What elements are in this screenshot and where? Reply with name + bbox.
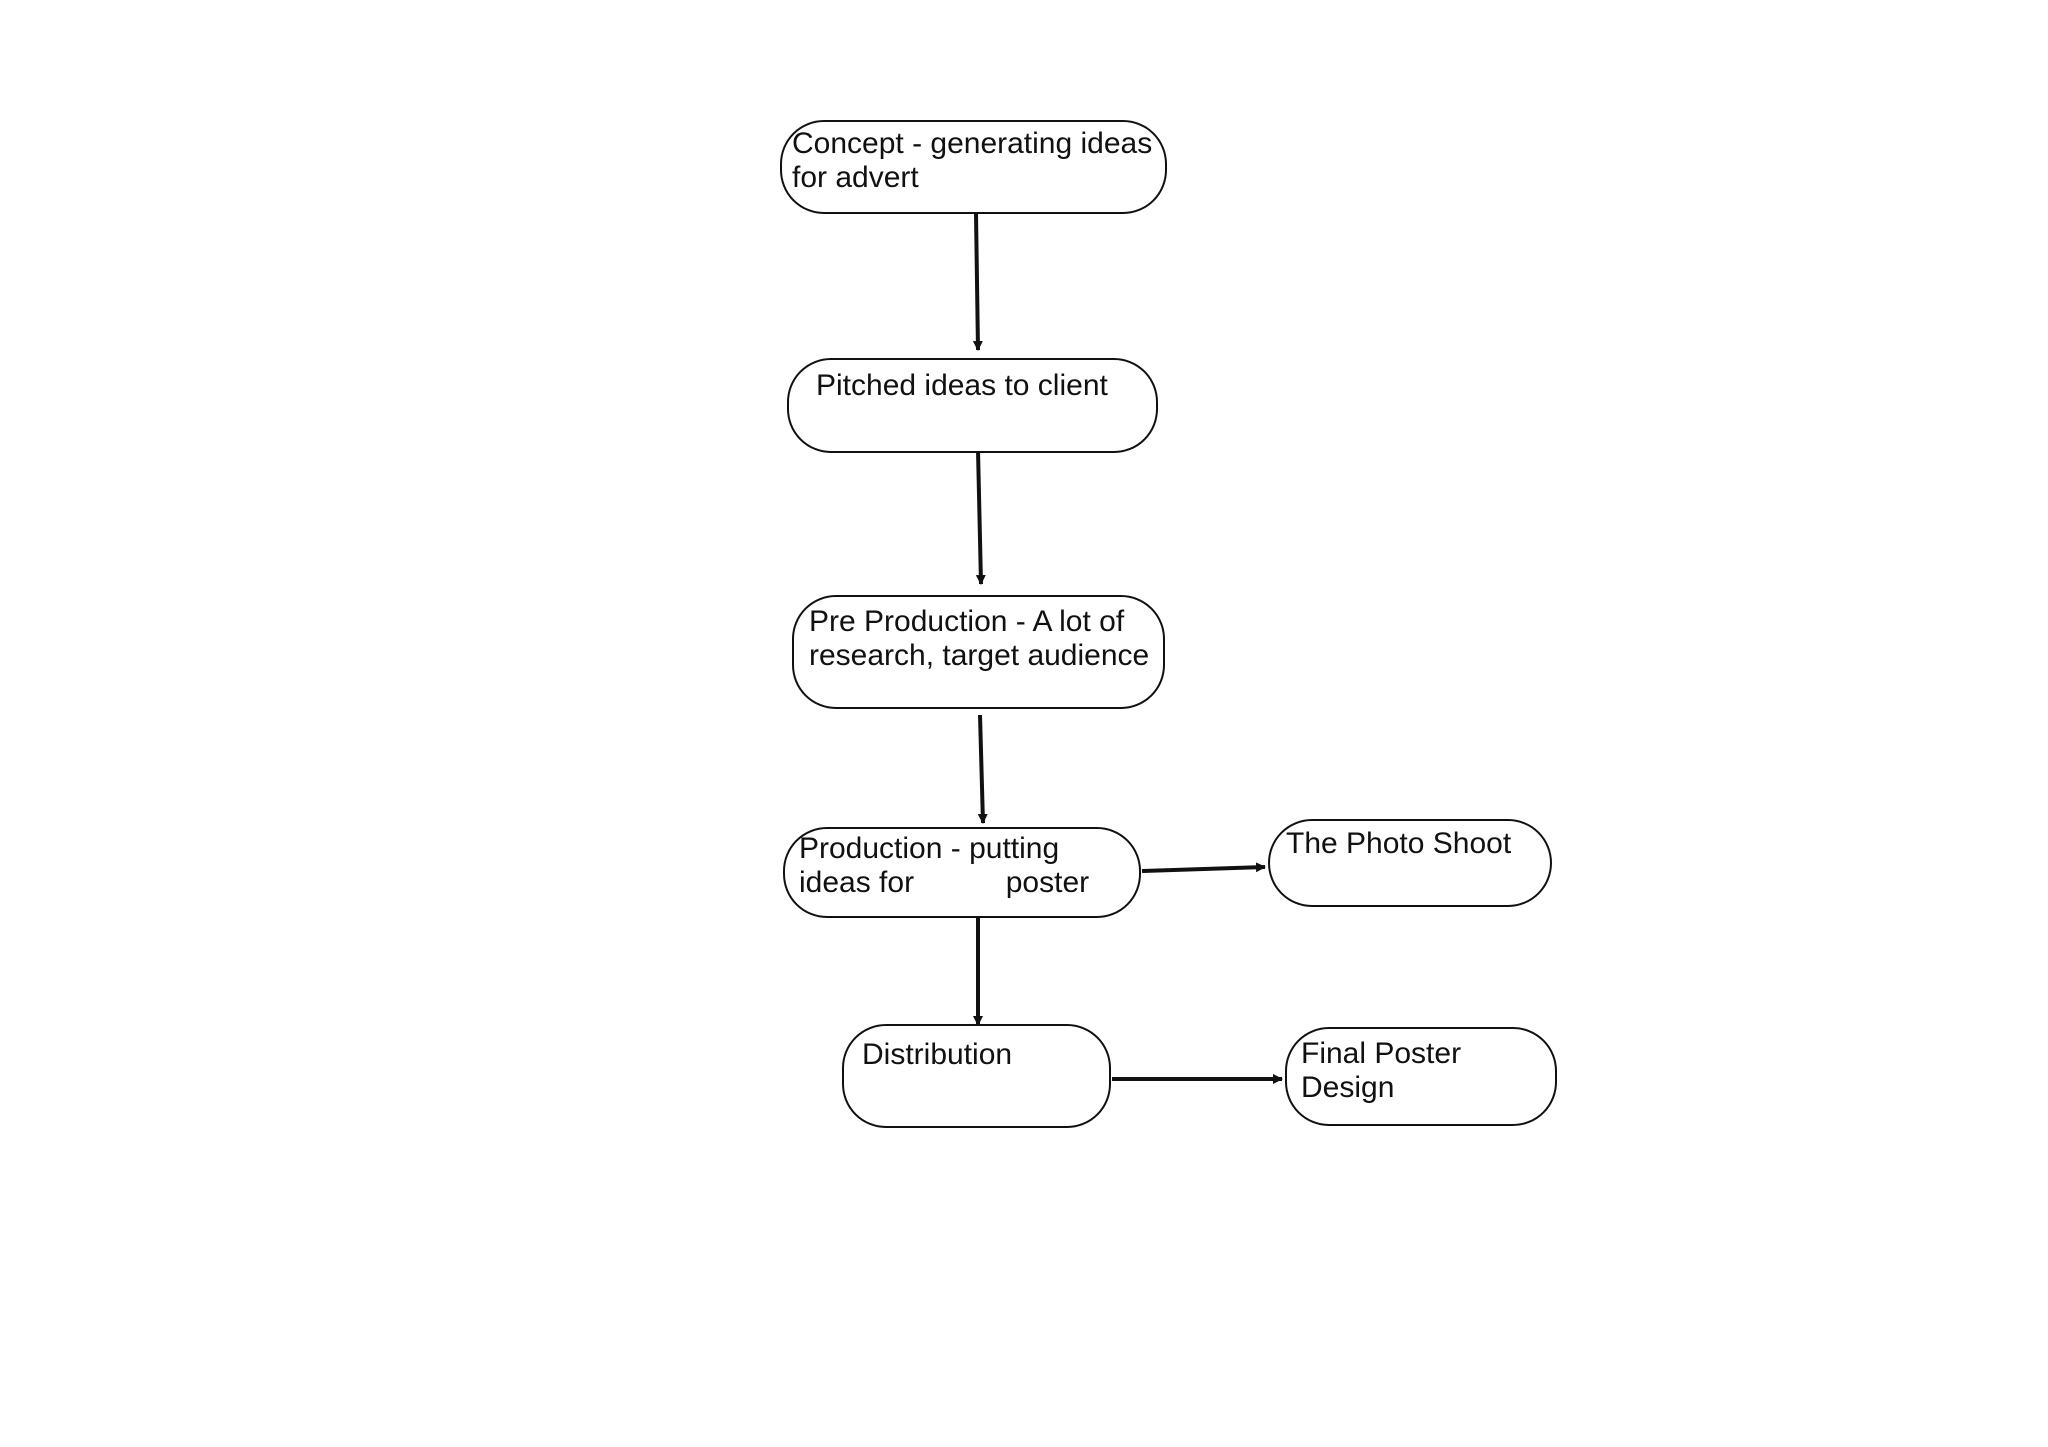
node-distribution-label: Distribution — [862, 1038, 1013, 1071]
node-production: Production - putting ideas for poster — [783, 827, 1141, 918]
node-distribution: Distribution — [842, 1024, 1111, 1128]
arrow-preproduction-to-production — [977, 714, 988, 824]
arrow-production-to-photoshoot — [1141, 862, 1266, 873]
arrow-concept-to-pitched — [972, 212, 983, 351]
node-concept: Concept - generating ideas for advert — [780, 120, 1167, 214]
node-finalposter: Final Poster Design — [1285, 1027, 1557, 1126]
node-production-label: Production - putting ideas for poster — [799, 832, 1090, 899]
arrow-pitched-to-preproduction — [975, 449, 986, 585]
node-concept-label: Concept - generating ideas for advert — [792, 127, 1153, 194]
node-preproduction: Pre Production - A lot of research, targ… — [792, 595, 1165, 709]
node-finalposter-label: Final Poster Design — [1301, 1037, 1462, 1104]
node-preproduction-label: Pre Production - A lot of research, targ… — [809, 605, 1150, 672]
node-pitched: Pitched ideas to client — [787, 358, 1158, 453]
node-photoshoot: The Photo Shoot — [1268, 819, 1552, 907]
node-photoshoot-label: The Photo Shoot — [1286, 827, 1512, 860]
node-pitched-label: Pitched ideas to client — [816, 369, 1108, 402]
